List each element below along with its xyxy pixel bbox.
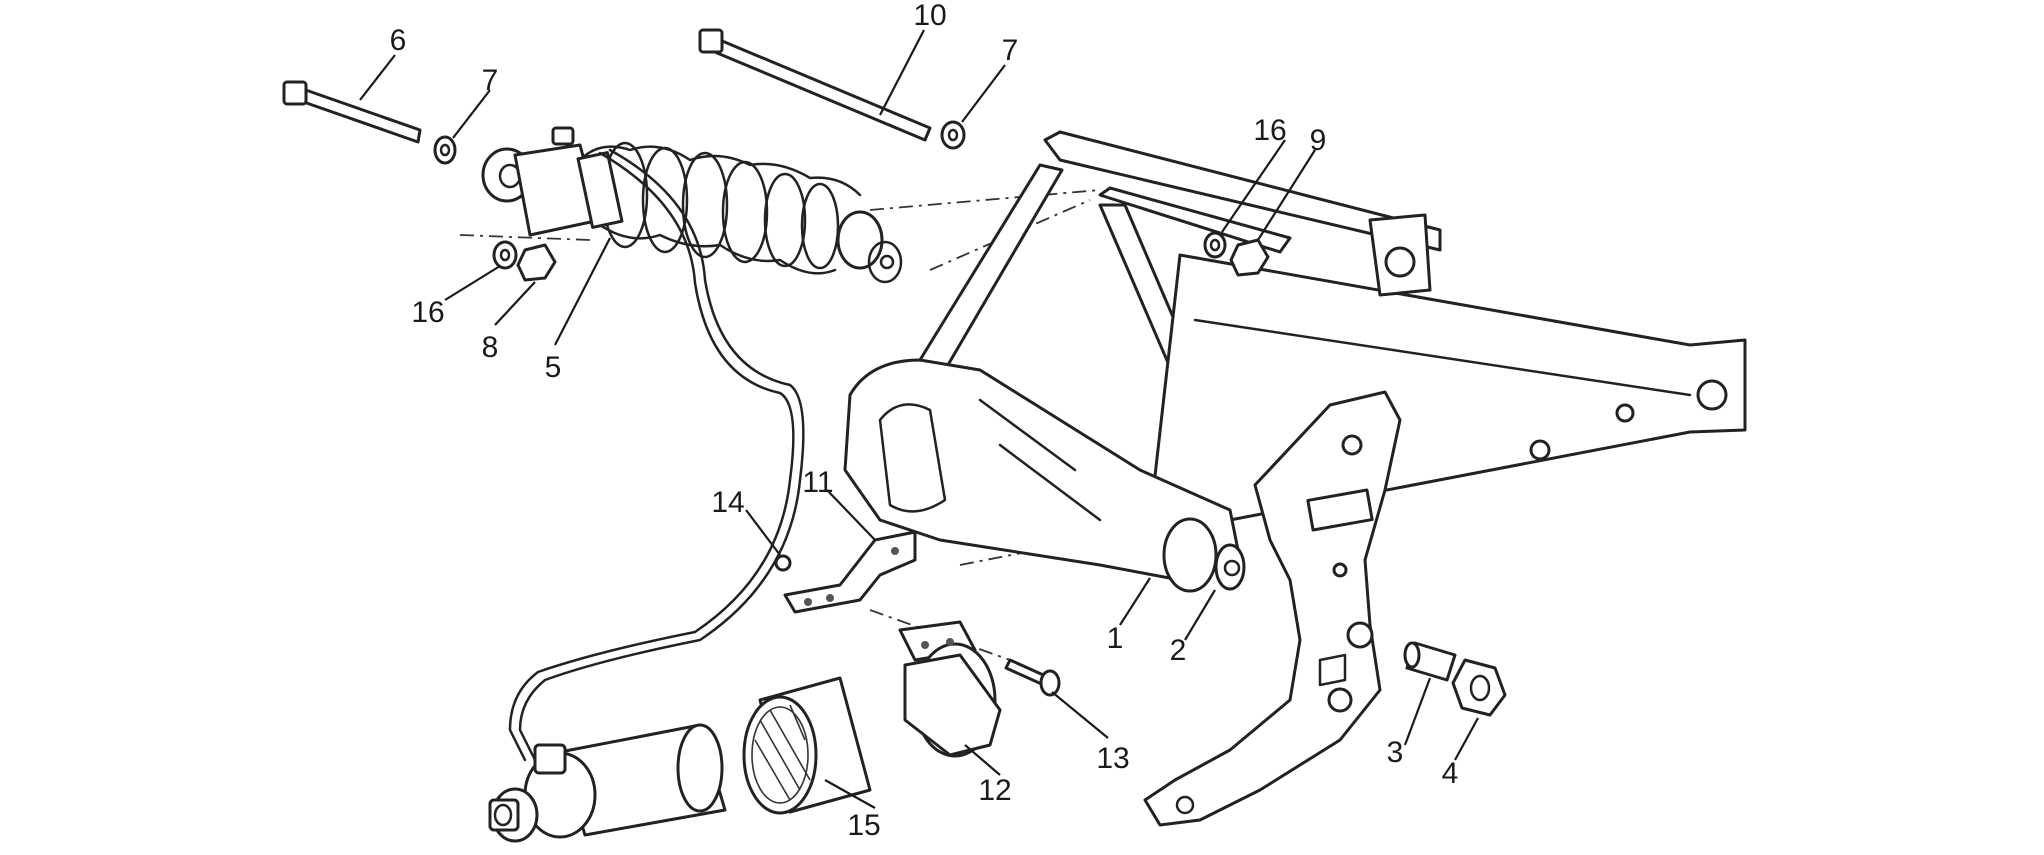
reservoir-clamp: [898, 620, 1002, 758]
callout-9: 9: [1310, 124, 1327, 157]
remote-reservoir: [488, 723, 727, 843]
spring-coils: [601, 141, 840, 270]
rear-shock-absorber: [481, 126, 903, 762]
leader-lines: [359, 29, 1479, 809]
callout-7-right: 7: [1002, 34, 1019, 67]
callout-11: 11: [802, 466, 833, 499]
callout-5: 5: [545, 351, 562, 384]
callout-7-left: 7: [482, 64, 499, 97]
callout-12: 12: [978, 774, 1011, 807]
callout-4: 4: [1442, 757, 1459, 790]
callout-8: 8: [482, 331, 499, 364]
callout-16-right: 16: [1253, 114, 1286, 147]
callout-2: 2: [1170, 634, 1187, 667]
callout-15: 15: [847, 809, 880, 842]
callout-labels: 1 2 3 4 5 6 7 7 8 9 10 11 12 13 14 15 16…: [390, 0, 1459, 842]
reservoir-rubber-sleeve: [742, 676, 872, 815]
callout-14: 14: [711, 486, 744, 519]
callout-6: 6: [390, 24, 407, 57]
callout-10: 10: [913, 0, 946, 32]
fasteners: [282, 28, 1507, 717]
bracket: [783, 530, 917, 614]
callout-1: 1: [1107, 622, 1124, 655]
callout-3: 3: [1387, 736, 1404, 769]
swingarm-frame: [843, 130, 1747, 827]
callout-13: 13: [1096, 742, 1129, 775]
callout-16-left: 16: [411, 296, 444, 329]
